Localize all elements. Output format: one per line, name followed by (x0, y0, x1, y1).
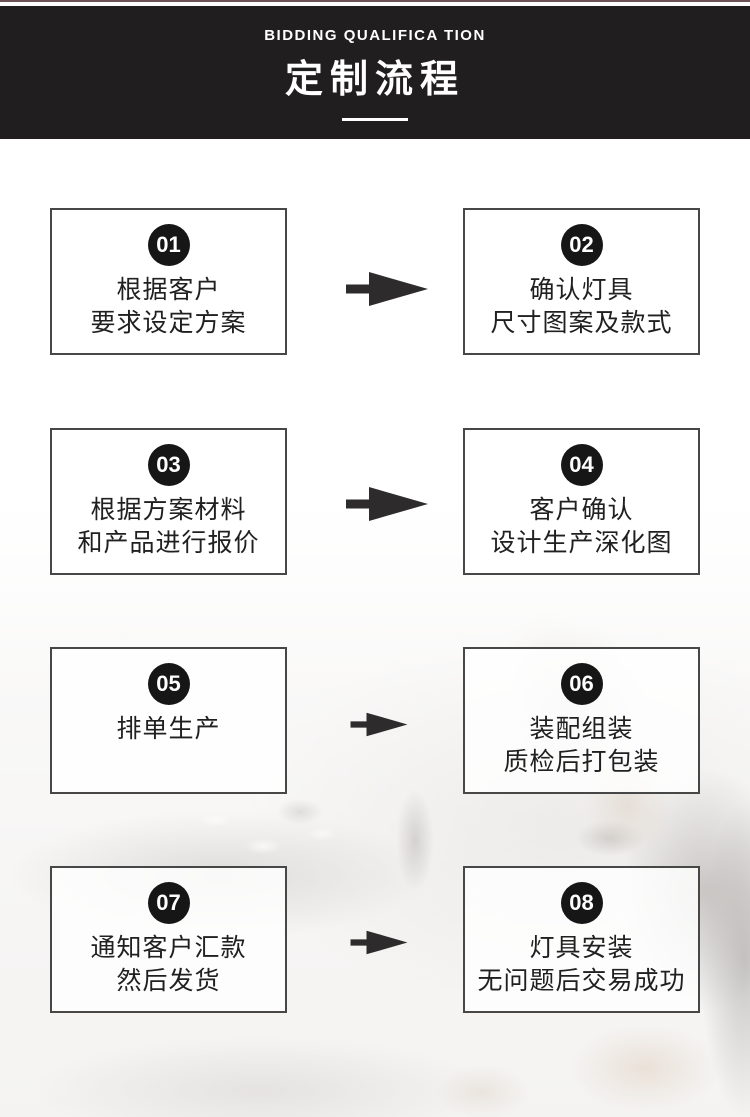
step-number-badge: 01 (147, 224, 190, 266)
arrow-right-icon (346, 486, 428, 522)
step-box-04: 04 客户确认 设计生产深化图 (463, 428, 700, 575)
step-text-line: 通知客户汇款 (90, 934, 247, 962)
photo-white-fade-overlay (0, 490, 750, 1117)
step-text-line: 和产品进行报价 (77, 529, 260, 557)
step-text-line: 然后发货 (116, 967, 221, 995)
step-box-08: 08 灯具安装 无问题后交易成功 (463, 866, 700, 1013)
step-text-line: 确认灯具 (529, 276, 634, 304)
top-divider-line (0, 0, 750, 2)
step-text-line: 设计生产深化图 (490, 529, 673, 557)
arrow-right-icon (347, 712, 411, 737)
step-text-line: 排单生产 (116, 715, 221, 743)
page-title: 定制流程 (284, 59, 465, 101)
step-text: 装配组装 质检后打包装 (503, 713, 659, 779)
step-number-badge: 08 (560, 882, 603, 924)
header: BIDDING QUALIFICA TION 定制流程 (0, 6, 750, 139)
step-box-05: 05 排单生产 (50, 647, 287, 794)
step-text-line: 尺寸图案及款式 (490, 309, 673, 337)
step-number-badge: 02 (560, 224, 603, 266)
header-subtitle: BIDDING QUALIFICA TION (264, 27, 486, 44)
header-underline (342, 118, 408, 121)
step-text-line: 质检后打包装 (503, 748, 660, 776)
step-number-badge: 04 (560, 444, 603, 486)
step-text: 根据方案材料 和产品进行报价 (77, 494, 259, 560)
step-box-01: 01 根据客户 要求设定方案 (50, 208, 287, 355)
step-text: 灯具安装 无问题后交易成功 (477, 932, 685, 998)
step-box-03: 03 根据方案材料 和产品进行报价 (50, 428, 287, 575)
step-box-02: 02 确认灯具 尺寸图案及款式 (463, 208, 700, 355)
step-text-line: 根据方案材料 (90, 496, 247, 524)
step-text-line: 要求设定方案 (90, 309, 247, 337)
step-text-line: 客户确认 (529, 496, 634, 524)
step-box-07: 07 通知客户汇款 然后发货 (50, 866, 287, 1013)
step-text-line: 装配组装 (529, 715, 634, 743)
step-text-line: 灯具安装 (529, 934, 634, 962)
step-text-line: 根据客户 (116, 276, 221, 304)
arrow-right-icon (346, 271, 428, 307)
step-text: 排单生产 (116, 713, 220, 746)
step-number-badge: 06 (560, 663, 603, 705)
step-number-badge: 03 (147, 444, 190, 486)
arrow-right-icon (347, 930, 411, 955)
step-text-line: 无问题后交易成功 (477, 967, 686, 995)
step-text: 根据客户 要求设定方案 (90, 274, 246, 340)
step-number-badge: 07 (147, 882, 190, 924)
step-text: 通知客户汇款 然后发货 (90, 932, 246, 998)
step-number-badge: 05 (147, 663, 190, 705)
step-box-06: 06 装配组装 质检后打包装 (463, 647, 700, 794)
step-text: 确认灯具 尺寸图案及款式 (490, 274, 672, 340)
step-text: 客户确认 设计生产深化图 (490, 494, 672, 560)
